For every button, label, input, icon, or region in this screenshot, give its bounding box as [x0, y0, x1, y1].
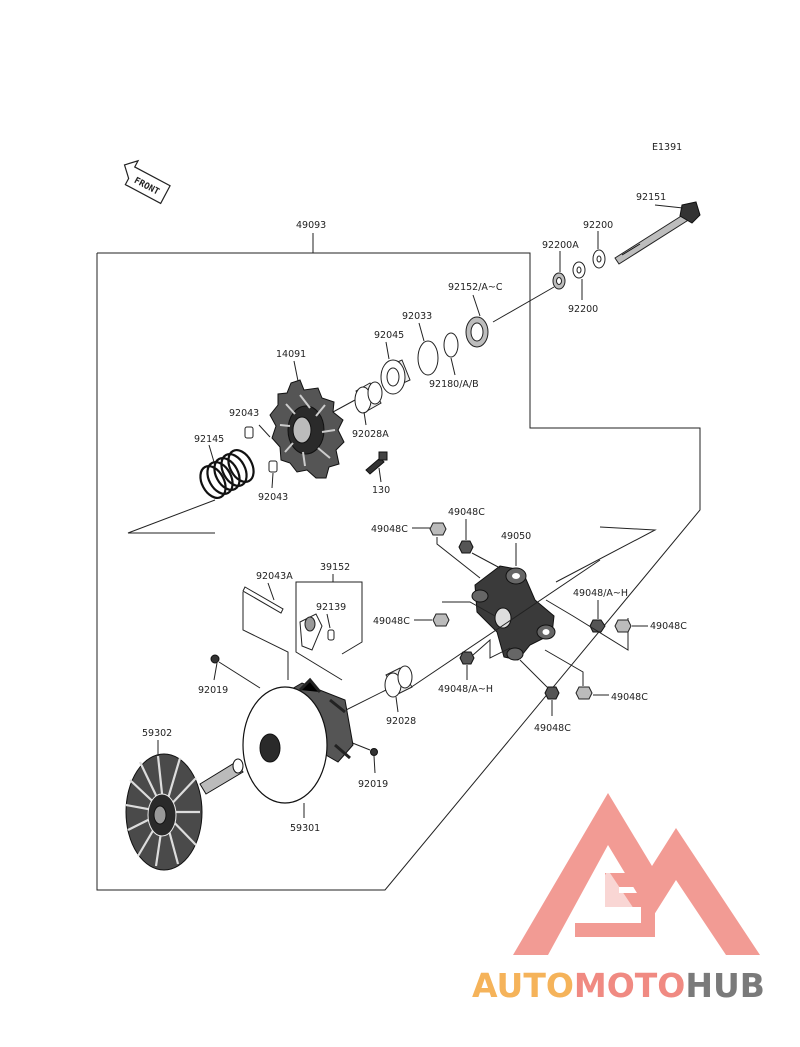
sheave-59302: 59302: [125, 728, 244, 871]
label-92151: 92151: [636, 192, 666, 203]
label-92033: 92033: [402, 311, 432, 322]
label-92145: 92145: [194, 434, 224, 445]
label-49048C-6: 49048C: [534, 723, 571, 734]
ring-92033: 92033: [402, 311, 439, 376]
label-92028A: 92028A: [352, 429, 389, 440]
screw-92019-b: 92019: [344, 739, 388, 790]
diagram-code: E1391: [652, 142, 682, 153]
pin-92043-upper: 92043: [229, 408, 271, 439]
label-39152: 39152: [320, 562, 350, 573]
label-49048AH-2: 49048/A~H: [438, 684, 493, 695]
label-92139: 92139: [316, 602, 346, 613]
label-49050: 49050: [501, 531, 531, 542]
label-14091: 14091: [276, 349, 306, 360]
assembly-boundary: 49093: [96, 220, 701, 891]
label-49048C-1: 49048C: [371, 524, 408, 535]
label-49048C-4: 49048C: [650, 621, 687, 632]
label-59301: 59301: [290, 823, 320, 834]
seal-92152: 92152/A~C: [448, 282, 503, 348]
label-92152: 92152/A~C: [448, 282, 503, 293]
front-arrow-icon: FRONT: [123, 159, 171, 205]
label-92200-top: 92200: [583, 220, 613, 231]
bolt-92151: 92151: [614, 192, 701, 265]
nut-49048C-2: 49048C: [448, 507, 501, 569]
watermark-moto: MOTO: [574, 966, 685, 1005]
bearing-92045: 92045: [374, 330, 411, 395]
label-49048C-5: 49048C: [611, 692, 648, 703]
label-49093: 49093: [296, 220, 326, 231]
spring-92145: 92145: [127, 434, 255, 534]
label-130: 130: [372, 485, 390, 496]
washer-92200: 92200: [583, 220, 613, 269]
bolt-130: 130: [365, 451, 390, 496]
watermark-text: AUTOMOTOHUB: [472, 966, 765, 1005]
label-49048AH-1: 49048/A~H: [573, 588, 628, 599]
pin-92043-lower: 92043: [258, 460, 288, 503]
nut-49048C-3: 49048C: [373, 601, 496, 627]
nut-49048C-4: 49048C: [614, 619, 687, 633]
nut-49048C-1: 49048C: [371, 522, 481, 579]
bushing-92028: 92028: [329, 665, 416, 727]
nut-49048C-6: 49048C: [519, 659, 571, 734]
nut-49048C-5: 49048C: [544, 649, 648, 703]
label-49048C-2: 49048C: [448, 507, 485, 518]
weight-39152: 39152 92139: [295, 562, 363, 681]
ring-92180: 92180/A/B: [429, 332, 479, 390]
label-92043-upper: 92043: [229, 408, 259, 419]
label-92200-bottom: 92200: [568, 304, 598, 315]
label-92028: 92028: [386, 716, 416, 727]
label-92019-a: 92019: [198, 685, 228, 696]
label-92045: 92045: [374, 330, 404, 341]
bracket-49050: 49050: [409, 526, 657, 689]
label-92019-b: 92019: [358, 779, 388, 790]
washer-92200b: 92200: [568, 261, 598, 315]
label-92043-lower: 92043: [258, 492, 288, 503]
cover-14091: 14091: [269, 349, 345, 479]
label-49048C-3: 49048C: [373, 616, 410, 627]
screw-92019-a: 92019: [198, 654, 261, 696]
watermark-hub: HUB: [685, 966, 765, 1005]
washer-92200a: 92200A: [542, 240, 579, 290]
automotohub-logo: [513, 793, 760, 955]
label-92043A: 92043A: [256, 571, 293, 582]
watermark-auto: AUTO: [472, 966, 574, 1005]
label-92200A: 92200A: [542, 240, 579, 251]
sheave-59301: 59301: [242, 677, 354, 834]
label-59302: 59302: [142, 728, 172, 739]
nut-49048AH-1: 49048/A~H: [545, 588, 629, 651]
bushing-92028A: 92028A: [352, 381, 389, 440]
label-92180: 92180/A/B: [429, 379, 479, 390]
pin-92043A: 92043A: [242, 571, 293, 680]
nut-49048AH-2: 49048/A~H: [438, 638, 511, 695]
